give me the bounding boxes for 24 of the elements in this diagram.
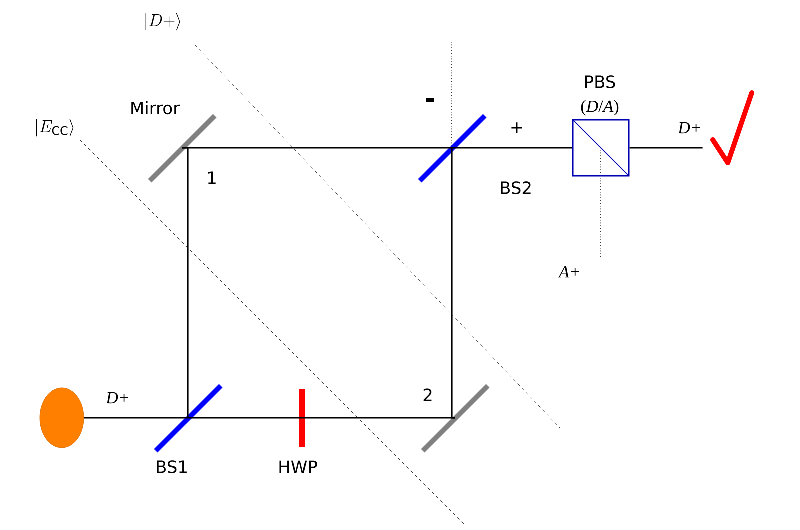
state-label: $|E_{\mathrm{CC}}\rangle$	[33, 118, 77, 138]
edge-label: D+	[105, 391, 131, 405]
output-label: A+	[558, 265, 582, 279]
mirror-number: 1	[206, 170, 218, 186]
mirror-number: 2	[422, 388, 434, 402]
light-source	[40, 388, 84, 448]
light-beam	[188, 417, 302, 419]
component-label: HWP	[280, 460, 318, 474]
component-label: Mirror	[132, 101, 180, 115]
light-beam	[84, 417, 188, 419]
component-label: BS2	[501, 182, 531, 194]
component-label: PBS	[585, 76, 616, 88]
component-label: (D/A)	[581, 100, 619, 116]
mirror	[421, 384, 490, 453]
edge-label: +	[508, 122, 526, 134]
check-mark	[710, 90, 754, 166]
component-label: BS1	[157, 460, 187, 474]
state-label: $|D+\rangle$	[142, 12, 184, 32]
light-beam	[630, 147, 703, 149]
light-beam	[182, 147, 452, 149]
light-beam	[451, 148, 455, 419]
output-sign: -	[424, 97, 436, 109]
light-beam	[452, 147, 572, 149]
edge-label: D+	[677, 121, 703, 135]
